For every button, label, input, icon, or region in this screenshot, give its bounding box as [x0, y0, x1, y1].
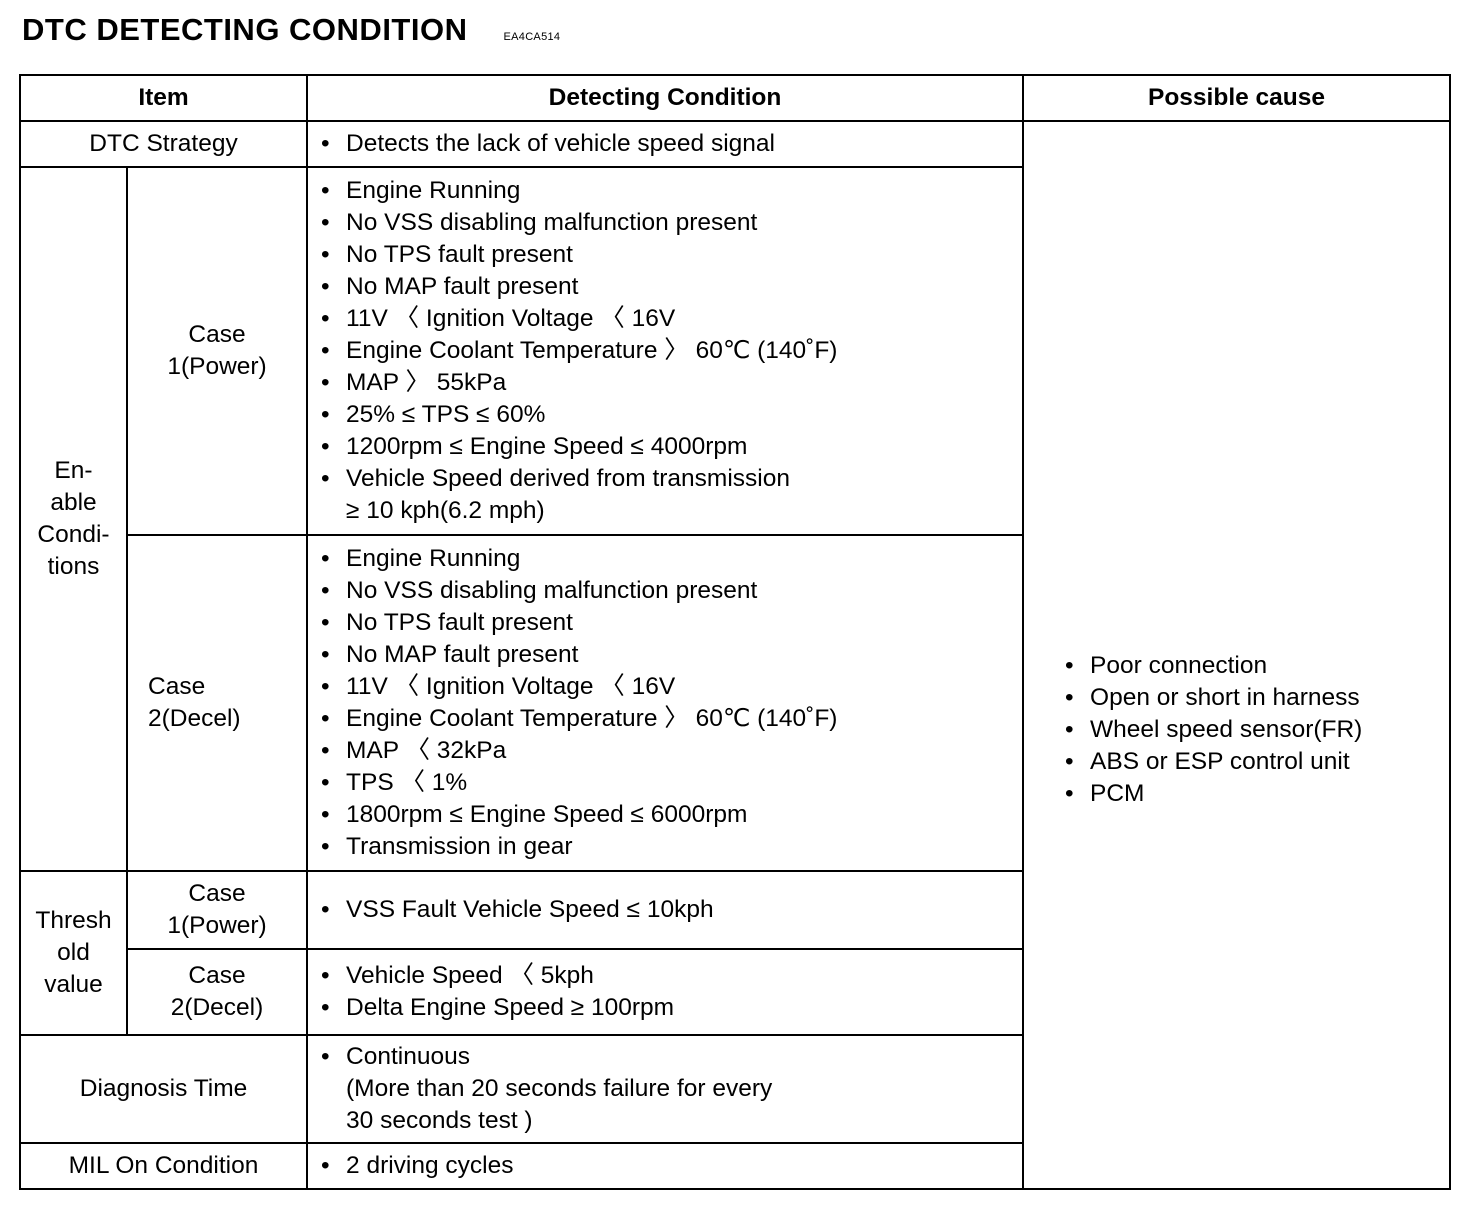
row-dtc-strategy: DTC Strategy Detects the lack of vehicle…: [18, 120, 1452, 1190]
condition-list: 2 driving cycles: [308, 1148, 1022, 1184]
bullet-item: MAP 〈 32kPa: [321, 735, 1022, 767]
bullet-item: No TPS fault present: [321, 607, 1022, 639]
dtc-strategy-conditions: Detects the lack of vehicle speed signal: [306, 120, 1025, 168]
row-enable-case2: Case 2(Decel) Engine RunningNo VSS disab…: [20, 534, 1450, 872]
bullet-item: 11V 〈 Ignition Voltage 〈 16V: [321, 671, 1022, 703]
row-threshold-case1: Thresh old value Case 1(Power) VSS Fault…: [19, 870, 1450, 1036]
mil-on-condition-label: MIL On Condition: [18, 1142, 309, 1190]
enable-case1-label: Case 1(Power): [125, 166, 309, 536]
bullet-item: No VSS disabling malfunction present: [321, 575, 1022, 607]
threshold-case1-conditions: VSS Fault Vehicle Speed ≤ 10kph: [306, 870, 1025, 950]
bullet-item: 25% ≤ TPS ≤ 60%: [321, 399, 1022, 431]
threshold-value-label: Thresh old value: [19, 870, 128, 1036]
dtc-strategy-label: DTC Strategy: [18, 120, 309, 168]
threshold-case2-conditions: Vehicle Speed 〈 5kphDelta Engine Speed ≥…: [306, 948, 1025, 1036]
row-enable-case1: En- able Condi- tions Case 1(Power) Engi…: [19, 166, 1450, 872]
dtc-condition-table: Item Detecting Condition Possible cause …: [18, 74, 1452, 1190]
bullet-item: Vehicle Speed 〈 5kph: [321, 960, 1022, 992]
bullet-item: 1200rpm ≤ Engine Speed ≤ 4000rpm: [321, 431, 1022, 463]
table-header-row: Item Detecting Condition Possible cause: [18, 74, 1452, 122]
bullet-item: Wheel speed sensor(FR): [1065, 714, 1449, 746]
bullet-item: No TPS fault present: [321, 239, 1022, 271]
bullet-item: 2 driving cycles: [321, 1150, 1022, 1182]
bullet-item: Delta Engine Speed ≥ 100rpm: [321, 992, 1022, 1024]
row-mil-on-condition: MIL On Condition 2 driving cycles: [18, 1142, 1450, 1190]
bullet-item: Engine Coolant Temperature 〉 60℃ (140˚F): [321, 335, 1022, 367]
enable-conditions-label: En- able Condi- tions: [19, 166, 128, 872]
bullet-item: Poor connection: [1065, 650, 1449, 682]
bullet-item: 11V 〈 Ignition Voltage 〈 16V: [321, 303, 1022, 335]
bullet-item: Detects the lack of vehicle speed signal: [321, 128, 1022, 160]
document-code: EA4CA514: [503, 31, 561, 43]
condition-list: Continuous (More than 20 seconds failure…: [308, 1039, 1022, 1139]
page-header: DTC DETECTING CONDITION EA4CA514: [22, 12, 560, 56]
row-threshold-case2: Case 2(Decel) Vehicle Speed 〈 5kphDelta …: [20, 948, 1450, 1036]
row-diagnosis-time: Diagnosis Time Continuous (More than 20 …: [18, 1034, 1450, 1144]
condition-list: Engine RunningNo VSS disabling malfuncti…: [308, 541, 1022, 865]
enable-case2-conditions: Engine RunningNo VSS disabling malfuncti…: [306, 534, 1025, 872]
bullet-item: Vehicle Speed derived from transmission …: [321, 463, 1022, 527]
condition-list: Engine RunningNo VSS disabling malfuncti…: [308, 173, 1022, 529]
bullet-item: No MAP fault present: [321, 639, 1022, 671]
bullet-item: Transmission in gear: [321, 831, 1022, 863]
possible-cause-list: Poor connectionOpen or short in harnessW…: [1024, 648, 1449, 812]
condition-list: Detects the lack of vehicle speed signal: [308, 126, 1022, 162]
threshold-case1-label: Case 1(Power): [125, 870, 309, 950]
bullet-item: No VSS disabling malfunction present: [321, 207, 1022, 239]
bullet-item: No MAP fault present: [321, 271, 1022, 303]
bullet-item: 1800rpm ≤ Engine Speed ≤ 6000rpm: [321, 799, 1022, 831]
bullet-item: Open or short in harness: [1065, 682, 1449, 714]
enable-case2-label: Case 2(Decel): [125, 534, 309, 872]
page-title: DTC DETECTING CONDITION: [22, 12, 468, 47]
bullet-item: ABS or ESP control unit: [1065, 746, 1449, 778]
bullet-item: PCM: [1065, 778, 1449, 810]
header-item: Item: [18, 74, 309, 122]
bullet-item: Continuous (More than 20 seconds failure…: [321, 1041, 1022, 1137]
enable-case1-conditions: Engine RunningNo VSS disabling malfuncti…: [306, 166, 1025, 536]
threshold-case2-label: Case 2(Decel): [125, 948, 309, 1036]
bullet-item: VSS Fault Vehicle Speed ≤ 10kph: [321, 894, 1022, 926]
mil-on-condition-conditions: 2 driving cycles: [306, 1142, 1025, 1190]
condition-list: VSS Fault Vehicle Speed ≤ 10kph: [308, 892, 1022, 928]
diagnosis-time-label: Diagnosis Time: [18, 1034, 309, 1144]
possible-cause-cell: Poor connectionOpen or short in harnessW…: [1022, 120, 1452, 1190]
bullet-item: MAP 〉 55kPa: [321, 367, 1022, 399]
diagnosis-time-conditions: Continuous (More than 20 seconds failure…: [306, 1034, 1025, 1144]
bullet-item: TPS 〈 1%: [321, 767, 1022, 799]
bullet-item: Engine Coolant Temperature 〉 60℃ (140˚F): [321, 703, 1022, 735]
bullet-item: Engine Running: [321, 543, 1022, 575]
condition-list: Vehicle Speed 〈 5kphDelta Engine Speed ≥…: [308, 958, 1022, 1026]
bullet-item: Engine Running: [321, 175, 1022, 207]
header-detecting-condition: Detecting Condition: [306, 74, 1025, 122]
header-possible-cause: Possible cause: [1022, 74, 1452, 122]
